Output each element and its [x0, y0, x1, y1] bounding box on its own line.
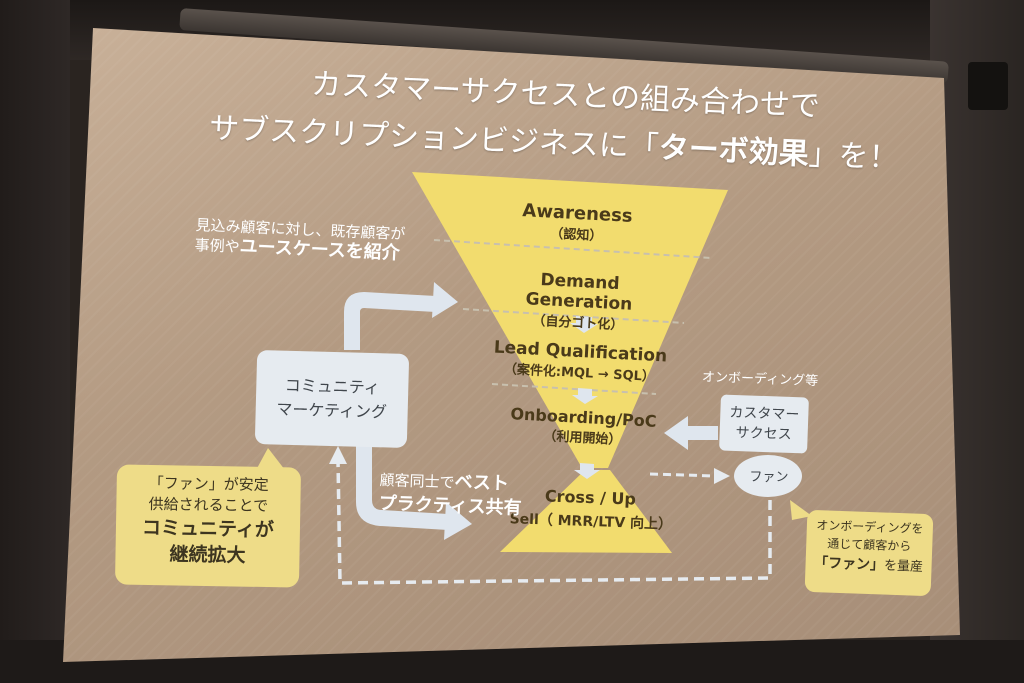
funnel-upper	[412, 172, 728, 468]
stage-label: Cross / Up	[544, 486, 637, 509]
funnel-lower	[500, 470, 672, 553]
onboarding-label: オンボーディング等	[701, 369, 819, 390]
best-practice-strong-2: プラクティス共有	[378, 492, 522, 519]
best-practice-note: 顧客同士でベスト プラクティス共有	[378, 468, 523, 521]
fan-supply-callout: 「ファン」が安定 供給されることで コミュニティが 継続拡大	[114, 464, 302, 588]
arrow-down-right-icon	[356, 445, 472, 540]
stage-down-arrow-icon	[570, 316, 600, 479]
fan-callout-line-3: コミュニティが	[141, 516, 275, 542]
stage-divider-2	[462, 308, 685, 324]
arrow-left-icon	[664, 416, 718, 450]
fan-production-callout: オンボーディングを 通じて顧客から 「ファン」を量産	[804, 509, 934, 597]
right-callout-strong: 「ファン」	[813, 555, 885, 574]
funnel-stage-cross-up: Cross / Up Sell（ MRR/LTV 向上）	[509, 485, 672, 534]
best-practice-strong-1: ベスト	[454, 471, 510, 495]
funnel-stage-demand-generation: Demand Generation （自分ゴト化）	[483, 267, 676, 336]
fan-circle-shape	[734, 455, 802, 497]
best-practice-prefix: 顧客同士で	[379, 470, 455, 492]
stage-divider-1	[433, 239, 713, 259]
right-callout-suffix: を量産	[883, 558, 924, 575]
cs-box-line-1: カスタマー	[729, 404, 800, 424]
fan-callout-line-4: 継続拡大	[169, 543, 246, 567]
dashed-loop-arrow-icon	[329, 446, 772, 585]
fan-circle-label: ファン	[749, 470, 789, 485]
arrow-up-right-icon	[344, 282, 458, 350]
funnel-stage-onboarding: Onboarding/PoC （利用開始）	[507, 404, 659, 450]
stage-label: Demand Generation	[525, 269, 633, 315]
community-box-line-2: マーケティング	[276, 399, 388, 422]
cs-box-line-2: サクセス	[735, 425, 792, 443]
referral-note-prefix: 事例や	[194, 235, 241, 256]
community-marketing-box: コミュニティ マーケティング	[254, 350, 410, 448]
room-left-wall	[0, 0, 70, 683]
dashed-arrow-right-icon	[649, 468, 730, 484]
community-box-line-1: コミュニティ	[284, 375, 381, 398]
customer-success-box: カスタマー サクセス	[719, 394, 809, 454]
callout-pointer-right	[790, 500, 812, 520]
stage-divider-3	[491, 383, 657, 395]
wall-speaker	[968, 62, 1008, 110]
